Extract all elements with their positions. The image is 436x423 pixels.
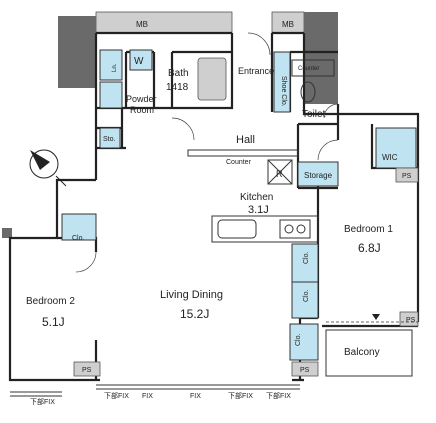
toilet-bowl (300, 81, 316, 103)
toilet-door-icon (323, 103, 339, 119)
clo-living-label: Clo. (295, 333, 302, 346)
fix-label-5: 下部FIX (266, 391, 291, 400)
entrance-label: Entrance (238, 66, 274, 76)
bath-size-label: 1418 (166, 82, 189, 93)
ps-bottom-right-label: PS (300, 367, 310, 374)
storage-label: Storage (304, 171, 333, 180)
clo-b1-top-label: Clo. (303, 251, 310, 264)
hall-label: Hall (236, 134, 255, 146)
balcony-marker-icon (372, 314, 380, 320)
kitchen-sink (217, 219, 257, 239)
bedroom2-closet (61, 213, 97, 241)
bedroom1-closet-bottom (291, 281, 319, 319)
ps-wic-label: PS (402, 173, 412, 180)
structural-column-right (304, 12, 338, 104)
shoe-closet (273, 51, 291, 113)
bedroom1-size-label: 6.8J (358, 241, 381, 255)
clo-b2-label: Clo. (72, 235, 85, 242)
ps-balcony-label: PS (406, 317, 416, 324)
wic-closet (375, 127, 417, 169)
living-closet (289, 323, 319, 361)
kitchen-counter-line (187, 149, 299, 157)
mb-left-label: MB (136, 20, 148, 29)
mb-left-shaft (95, 11, 233, 34)
bath-door-icon (171, 117, 195, 141)
mb-right-label: MB (282, 20, 294, 29)
window-lines (96, 384, 300, 390)
fix-bottom-left-label: 下部FIX (30, 397, 55, 406)
ps-bottom-left-label: PS (82, 367, 92, 374)
linen-closet (99, 49, 123, 81)
wic-label: WIC (382, 153, 398, 162)
shoe-clo-label: Shoe Clo. (280, 76, 287, 107)
r-label: R (276, 169, 283, 179)
counter-kitchen-label: Counter (226, 159, 252, 166)
window-lines-left (10, 391, 62, 397)
kitchen-size-label: 3.1J (248, 204, 269, 216)
bedroom2-label: Bedroom 2 (26, 296, 75, 307)
bedroom1-label: Bedroom 1 (344, 224, 393, 235)
living-dining-label: Living Dining (160, 289, 223, 301)
counter-top-label: Counter (298, 66, 319, 72)
bedroom1-closet-top (291, 243, 319, 283)
fix-label-1: 下部FIX (104, 391, 129, 400)
outer-walls (8, 31, 420, 382)
fix-label-3: FIX (190, 393, 201, 400)
balcony-area (325, 329, 413, 377)
bedroom1-door-icon (317, 139, 339, 161)
powder-shelf (99, 81, 123, 109)
kitchen-label: Kitchen (240, 192, 273, 203)
balcony-label: Balcony (344, 347, 380, 358)
kitchen-island (211, 215, 319, 243)
bedroom2-door-icon (75, 251, 97, 273)
storage-closet (99, 127, 121, 149)
powder-room-label-2: Room (130, 105, 154, 115)
structural-column-left (58, 16, 96, 88)
living-dining-size-label: 15.2J (180, 307, 209, 321)
ps-shaft-wic (395, 167, 419, 183)
washer-pan (129, 49, 153, 71)
bath-label: Bath (168, 68, 189, 79)
cooktop (279, 219, 311, 239)
bedroom2-walls (57, 236, 98, 380)
powder-room-label-1: Powder (126, 94, 157, 104)
storage-box (297, 161, 339, 187)
fix-label-2: FIX (142, 393, 153, 400)
toilet-counter (291, 59, 335, 77)
ln-label: Ln. (112, 63, 118, 72)
ps-shaft-bottom-right (291, 361, 319, 377)
ps-shaft-bottom-left (73, 361, 101, 377)
column-mark-left (2, 228, 12, 238)
entrance-door-icon (247, 32, 271, 56)
bedroom2-size-label: 5.1J (42, 315, 65, 329)
clo-b1-bottom-label: Clo. (303, 289, 310, 302)
north-arrow-icon (29, 149, 67, 187)
ps-shaft-balcony (399, 311, 419, 327)
bathtub (197, 57, 227, 101)
w-label: W (134, 56, 144, 67)
sto-label: Sto. (103, 136, 116, 143)
fix-label-4: 下部FIX (228, 391, 253, 400)
toilet-label: Toilet (302, 109, 326, 120)
range-hood (267, 159, 293, 185)
